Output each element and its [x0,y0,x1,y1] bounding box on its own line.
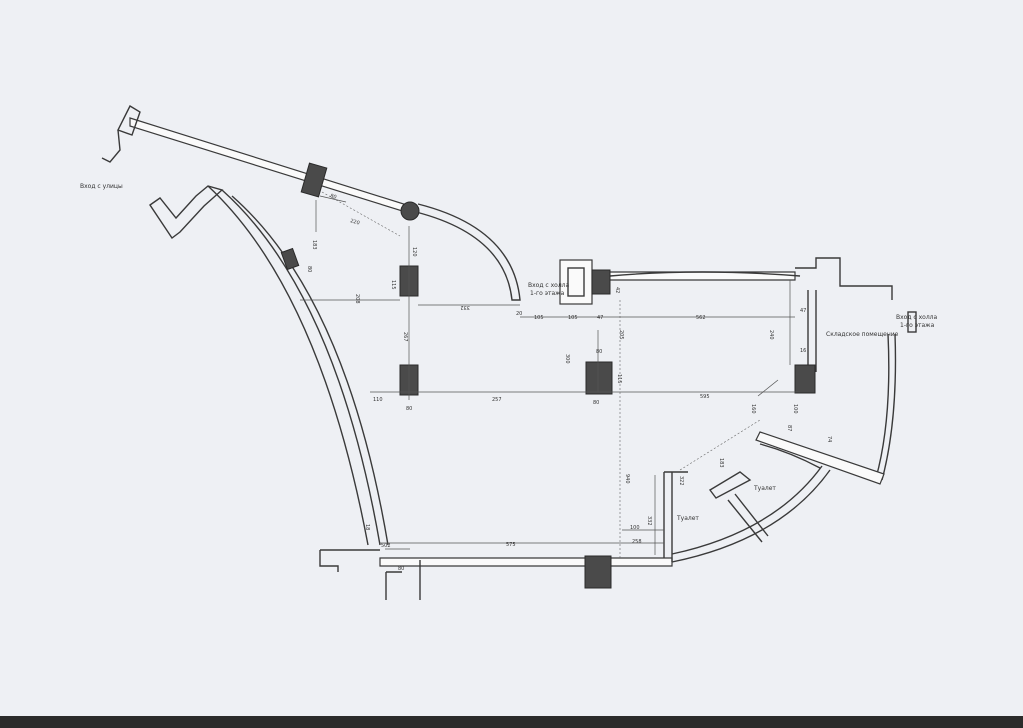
dim-100: 100 [792,404,798,414]
column-bottom [584,555,612,589]
toilet-partitions [663,443,821,562]
label-lobby-entrance-right-line1: Вход с холла [896,314,937,321]
dim-80-top: 80 [329,193,337,201]
wall-bottom-left-entrance [319,549,421,600]
column-top-left [300,162,328,198]
wall-top-right-curve [609,271,801,277]
dim-562: 562 [696,315,706,321]
wall-curve-top [415,203,521,301]
wall-top-angled [129,117,413,215]
exterior-walls [101,105,917,600]
dim-80-mid: 80 [596,349,602,355]
dim-575: 575 [506,542,516,548]
column-right [794,364,816,394]
facade-inner-curve [221,189,381,546]
dim-240: 240 [768,330,774,340]
dim-502: 502 [381,543,391,549]
dim-300: 300 [564,354,570,364]
column-middle-2 [585,361,613,395]
label-lobby-entrance-top-line1: Вход с холла [528,282,569,289]
label-lobby-entrance-top-line2: 1-го этажа [530,290,565,297]
dim-205: 205 [618,330,624,340]
wall-bottom [379,557,673,567]
facade-window-line [231,195,389,546]
dim-267: 267 [402,332,408,342]
dim-332-top: 332 [460,304,470,310]
dim-105: 105 [534,315,544,321]
dim-18: 18 [364,524,370,530]
dim-80-bottom: 80 [398,566,404,572]
label-street-entrance: Вход с улицы [80,183,123,190]
dim-322: 322 [678,476,684,486]
column-entrance [591,269,611,295]
column-left-small [280,247,300,271]
dim-105b: 105 [568,315,578,321]
dim-115-mid: 115 [616,374,622,384]
dim-183: 183 [311,240,317,250]
dim-220: 220 [349,218,360,226]
storage-walls [795,257,893,372]
dim-595: 595 [700,394,710,400]
dimension-lines [300,191,800,560]
column-round [400,201,420,221]
facade-outer-curve [207,185,369,546]
dim-208: 208 [354,294,360,304]
toilets-curve-wall [671,465,831,563]
dim-183b: 183 [718,458,724,468]
dim-87: 87 [786,425,792,431]
room-labels: Вход с улицы Вход с холла 1-го этажа Вхо… [80,183,937,522]
dim-257: 257 [492,397,502,403]
wall-right-curve [875,333,897,481]
dimension-labels: 80 220 183 120 80 115 208 332 20 105 105… [306,193,832,572]
lobby-entrance-inner [567,267,585,297]
street-entrance-stub [101,105,141,163]
dim-940: 940 [624,474,630,484]
dim-120: 120 [411,247,417,257]
dim-258: 258 [632,539,642,545]
columns [280,162,816,589]
dim-20: 20 [516,311,522,317]
dim-47-right: 47 [800,308,806,314]
dim-160: 160 [750,404,756,414]
dim-80-bottom-left: 80 [406,406,412,412]
dim-332: 332 [646,516,652,526]
wall-right-diagonal [755,431,885,485]
label-toilet-right: Туалет [753,485,776,492]
dim-16: 16 [800,348,806,354]
right-lobby-door [907,311,917,333]
label-storage-room: Складское помещение [826,331,899,338]
dim-74: 74 [826,436,832,442]
dim-47-top: 47 [597,315,603,321]
dim-42: 42 [614,287,620,293]
dim-115-left: 115 [390,280,396,290]
scan-bottom-edge [0,716,1023,728]
dim-80-left: 80 [306,266,312,272]
left-entrance-wall [149,185,224,240]
label-toilet-left: Туалет [676,515,699,522]
dim-100b: 100 [630,525,640,531]
dim-110: 110 [373,397,383,403]
dim-80-bottom-mid: 80 [593,400,599,406]
label-lobby-entrance-right-line2: 1-го этажа [900,322,935,329]
